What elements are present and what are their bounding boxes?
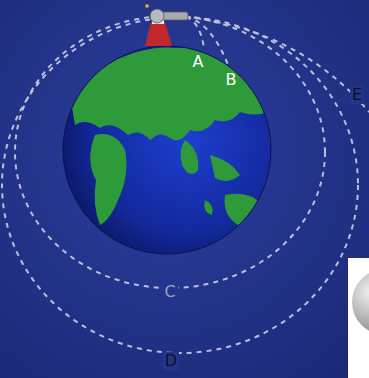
- earth: [63, 46, 271, 254]
- continents: [70, 47, 272, 225]
- moon: [352, 269, 369, 335]
- point-label: C: [162, 283, 177, 301]
- mountain: [145, 22, 172, 46]
- orbit-c: [15, 16, 325, 288]
- point-label: B: [224, 71, 239, 89]
- point-label: A: [191, 53, 206, 71]
- orbit-d: [2, 17, 358, 353]
- point-label: D: [163, 352, 179, 370]
- trajectory-a: [186, 17, 204, 48]
- point-label: E: [350, 86, 364, 104]
